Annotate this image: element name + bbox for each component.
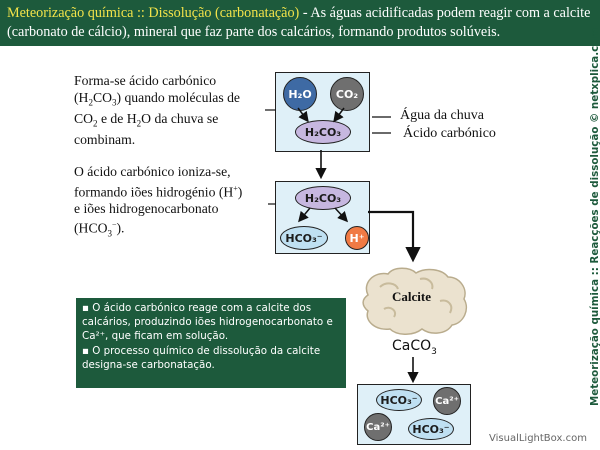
- para2-line1: O ácido carbónico ioniza-se,: [74, 164, 231, 179]
- co2-molecule-icon: CO₂: [330, 77, 364, 111]
- header-text: Meteorização química :: Dissolução (carb…: [7, 4, 595, 42]
- para1-line2a: (H: [74, 89, 89, 105]
- h2co3-label: H₂CO₃: [304, 125, 342, 139]
- paragraph-ionization: O ácido carbónico ioniza-se, formando iõ…: [74, 164, 270, 242]
- h2co3-molecule-icon: H₂CO₃: [295, 120, 351, 144]
- para1-line1: Forma-se ácido carbónico: [74, 73, 217, 88]
- h2co3-label-2: H₂CO₃: [304, 191, 342, 205]
- label-rain-water: Água da chuva: [400, 108, 484, 123]
- hco3-label-4: HCO₃⁻: [412, 422, 450, 436]
- caco3-sub: 3: [431, 346, 437, 357]
- para1-line3a: CO: [74, 110, 94, 126]
- caco3-formula: CaCO3: [392, 338, 437, 357]
- para1-line2b: CO: [92, 89, 112, 105]
- para2-line2b: ): [237, 184, 243, 200]
- sub-2c: 2: [136, 118, 142, 129]
- hco3-ion-icon-3: HCO₃⁻: [376, 389, 422, 411]
- caco3-label-a: CaCO: [392, 338, 432, 354]
- calcite-label: Calcite: [392, 289, 431, 304]
- para1-line2c: ) quando moléculas de: [116, 89, 240, 105]
- reaction-box-dissolved-ions: HCO₃⁻ Ca²⁺ Ca²⁺ HCO₃⁻: [357, 384, 471, 445]
- para1-line3b: e de H: [97, 110, 137, 126]
- para2-line3: e iões hidrogenocarbonato: [74, 200, 219, 216]
- hco3-ion-icon-4: HCO₃⁻: [408, 418, 454, 440]
- watermark: VisualLightBox.com: [489, 433, 587, 444]
- hco3-label: HCO₃⁻: [285, 231, 323, 245]
- arrow-acid-to-calcite: [368, 210, 421, 263]
- para2-line4d: ).: [116, 220, 125, 236]
- calcite-rock-image: [362, 267, 468, 335]
- label-carbonic-acid: Ácido carbónico: [403, 126, 496, 141]
- h2o-molecule-icon: H₂O: [283, 77, 317, 111]
- side-label-text: Meteorização química :: Reacções de diss…: [589, 27, 600, 406]
- side-label: Meteorização química :: Reacções de diss…: [588, 27, 600, 406]
- sub-3: 3: [111, 97, 117, 108]
- sup-minus: −: [111, 220, 117, 230]
- h2co3-molecule-icon-2: H₂CO₃: [295, 186, 351, 210]
- co2-label: CO₂: [335, 87, 359, 101]
- h2o-label: H₂O: [288, 87, 312, 101]
- sub-2b: 2: [93, 118, 98, 129]
- info-bullet-2: ▪ O processo químico de dissolução da ca…: [82, 344, 321, 371]
- info-box: ▪ O ácido carbónico reage com a calcite …: [76, 298, 346, 388]
- para1-line3c: O da chuva se: [141, 110, 219, 126]
- header-description: - As águas acidificadas podem reagir com…: [7, 5, 591, 40]
- info-bullet-1: ▪ O ácido carbónico reage com a calcite …: [82, 302, 333, 343]
- calcium-ion-icon: Ca²⁺: [433, 387, 461, 415]
- sub-3d: 3: [107, 228, 112, 239]
- paragraph-carbonic-formation: Forma-se ácido carbónico (H2CO3) quando …: [74, 73, 270, 149]
- calcium-ion-icon-2: Ca²⁺: [364, 413, 392, 441]
- reaction-box-formation: H₂O CO₂ H₂CO₃: [275, 72, 370, 152]
- ca-label: Ca²⁺: [435, 395, 459, 407]
- sub-2: 2: [88, 97, 93, 108]
- sup-plus: +: [233, 183, 238, 193]
- h-label: H⁺: [349, 231, 365, 245]
- reaction-box-ionization: H₂CO₃ HCO₃⁻ H⁺: [275, 181, 370, 254]
- para2-line4a: (HCO: [74, 220, 108, 236]
- ca-label-2: Ca²⁺: [366, 421, 390, 433]
- header-banner: Meteorização química :: Dissolução (carb…: [0, 0, 600, 46]
- hco3-label-3: HCO₃⁻: [380, 393, 418, 407]
- header-title: Meteorização química :: Dissolução (carb…: [7, 5, 300, 21]
- para2-line2a: formando iões hidrogénio (H: [74, 184, 234, 200]
- para1-line4: combinam.: [74, 132, 136, 148]
- hydrogen-ion-icon: H⁺: [345, 226, 369, 250]
- hco3-ion-icon: HCO₃⁻: [280, 226, 328, 250]
